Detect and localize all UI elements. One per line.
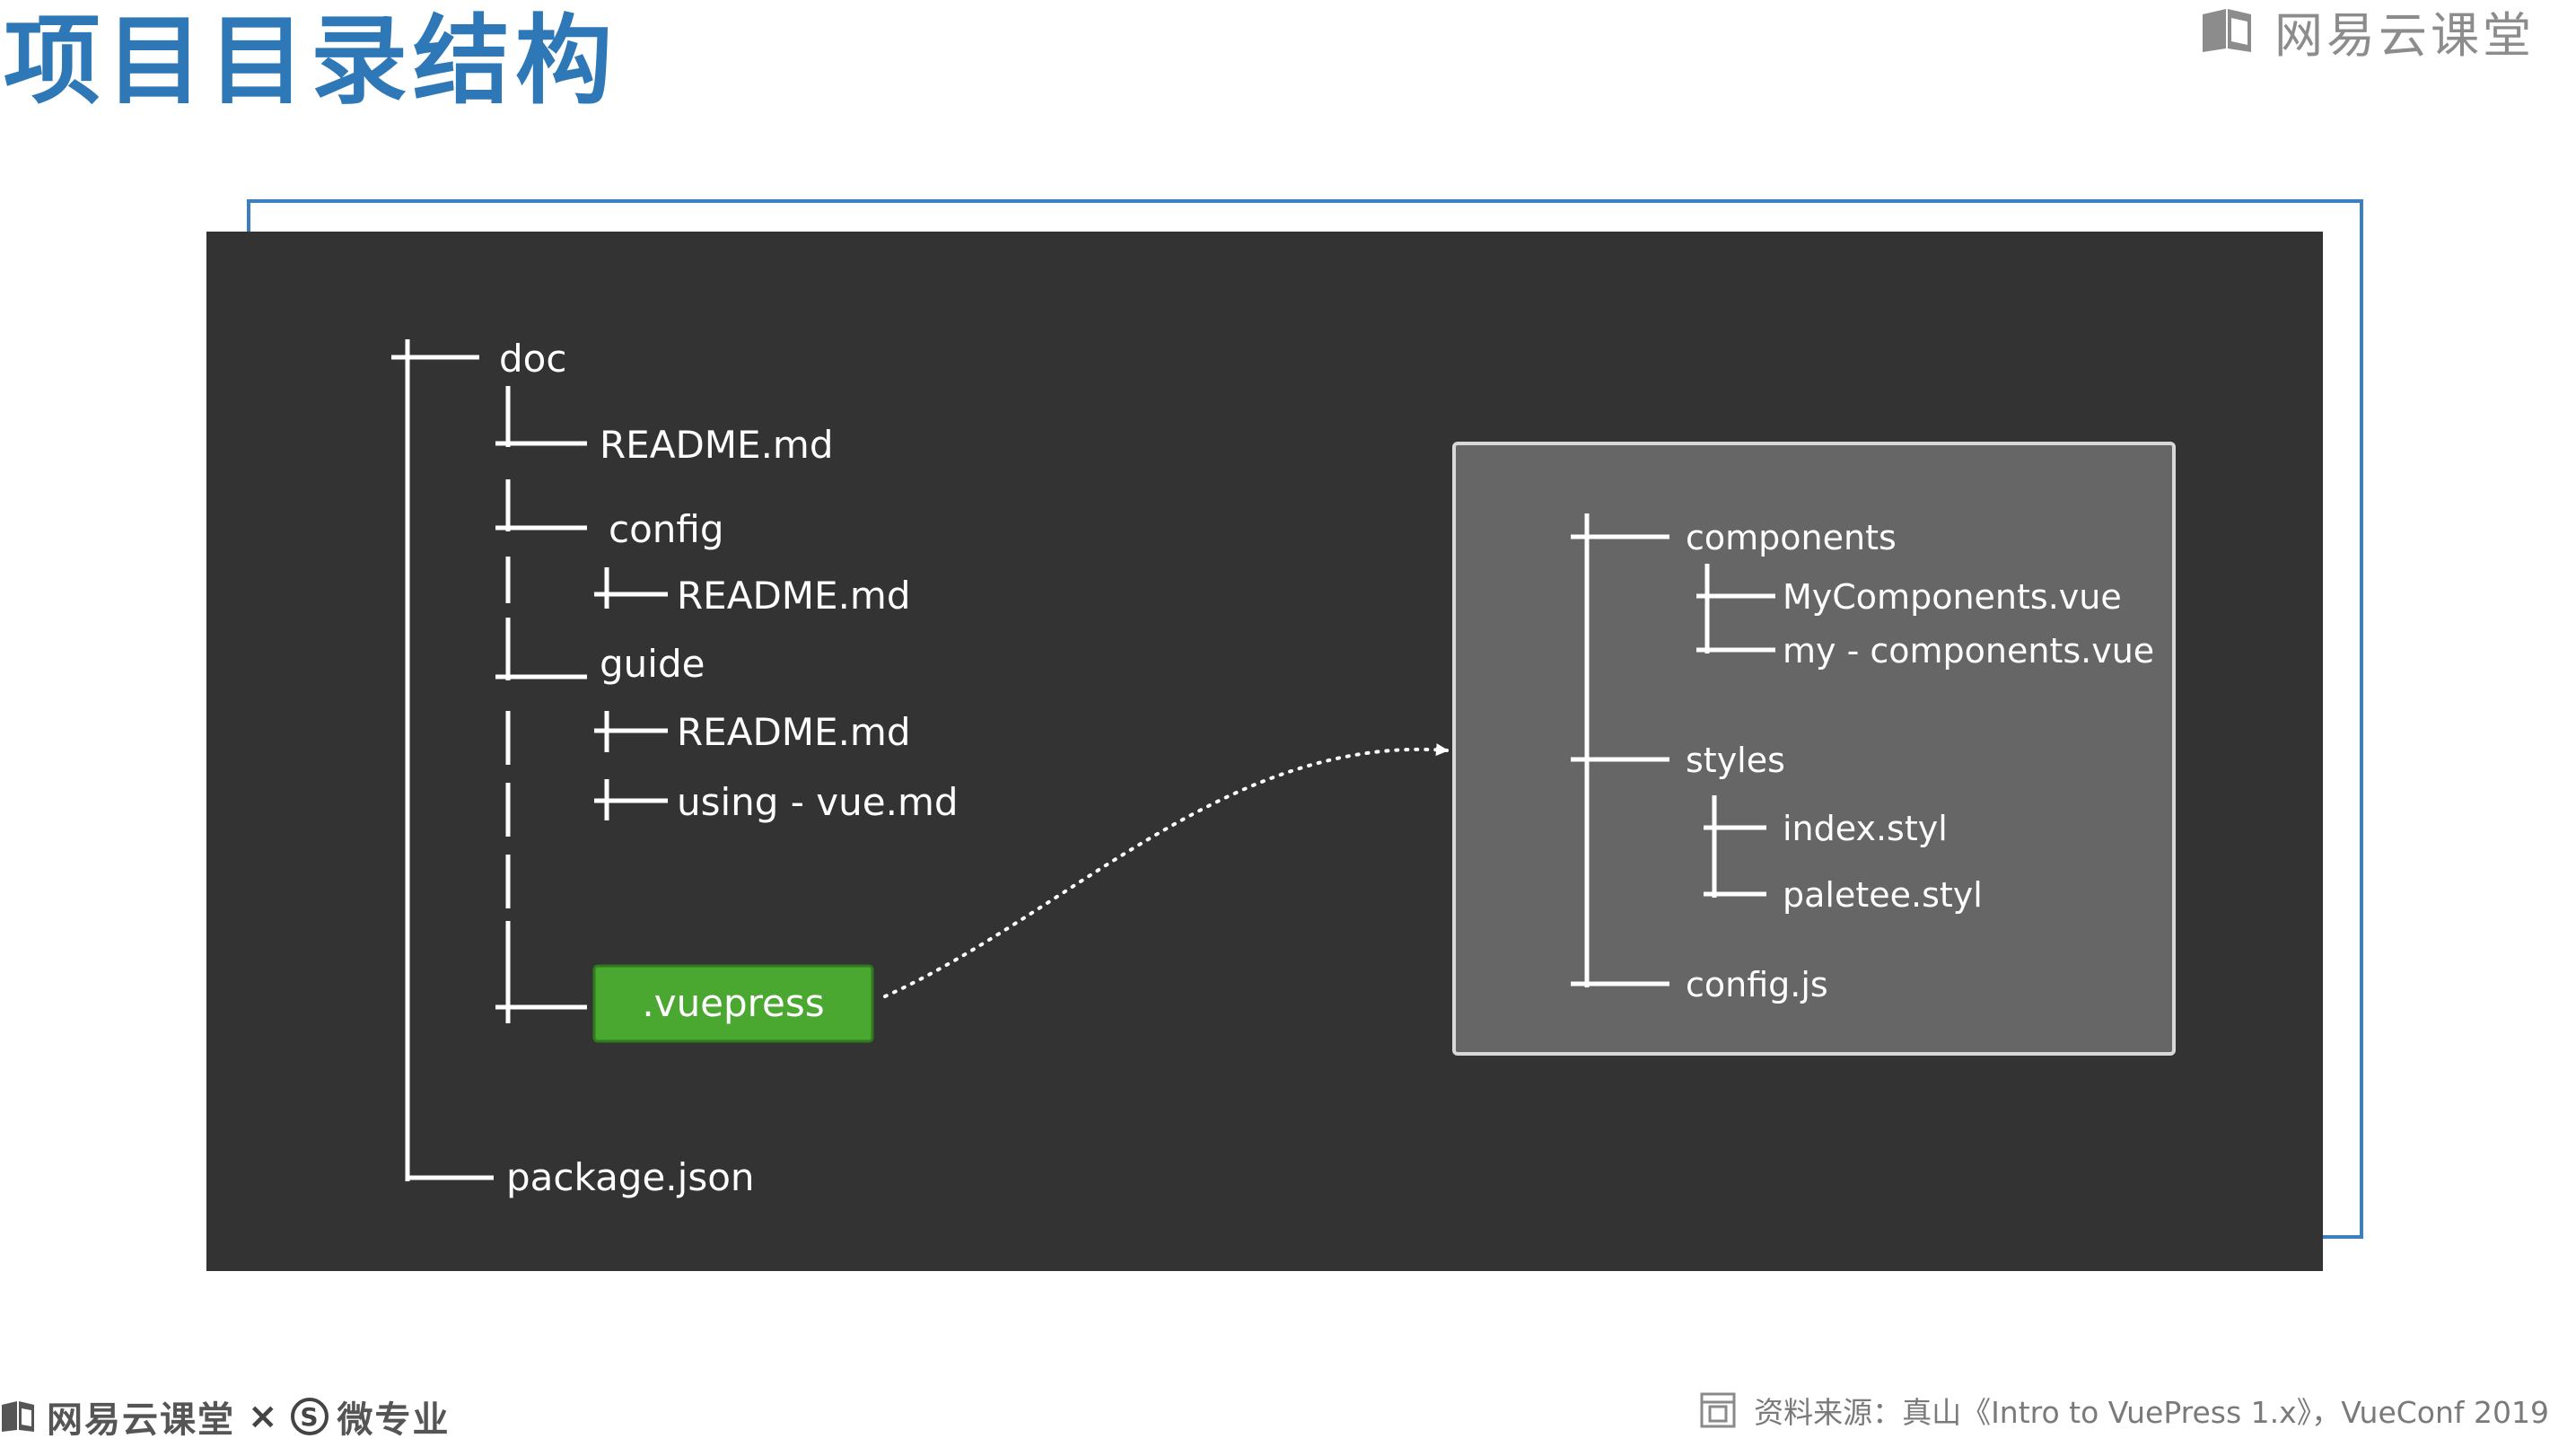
s-badge-icon: S <box>290 1398 329 1435</box>
vuepress-label: .vuepress <box>642 981 824 1025</box>
footer-cross: × <box>248 1396 278 1437</box>
footer-brand-name: 网易云课堂 <box>47 1399 235 1441</box>
footer-brand: 网易云课堂 × S 微专业 <box>0 1390 451 1443</box>
tree-item-label: README.md <box>677 710 911 754</box>
detail-item-label: paletee.styl <box>1783 875 1983 915</box>
detail-item-label: components <box>1686 518 1897 557</box>
tree-item-label: config <box>609 507 724 551</box>
tree-item-label: guide <box>600 642 705 686</box>
detail-item-label: index.styl <box>1783 809 1948 848</box>
detail-item-label: styles <box>1686 741 1785 780</box>
vuepress-detail-box <box>1452 442 2176 1056</box>
detail-connectors <box>1571 513 1775 987</box>
tree-item-label: README.md <box>677 574 911 618</box>
dotted-arrow <box>883 743 1449 998</box>
directory-diagram: doc README.md config README.md guide REA… <box>206 232 2323 1271</box>
detail-item-label: MyComponents.vue <box>1783 577 2122 617</box>
source-text: 资料来源：真山《Intro to VuePress 1.x》，VueConf 2… <box>1754 1395 2549 1430</box>
tree-root-label: doc <box>499 337 566 381</box>
tree-item-label: using - vue.md <box>677 780 959 824</box>
detail-item-label: config.js <box>1686 965 1828 1004</box>
tree-item-label: package.json <box>506 1155 755 1199</box>
detail-item-label: my - components.vue <box>1783 631 2154 671</box>
footer-partner-name: 微专业 <box>337 1399 451 1441</box>
document-icon <box>1700 1392 1736 1428</box>
tree-item-label: README.md <box>600 423 834 467</box>
brand-header: 网易云课堂 <box>2199 5 2535 64</box>
book-logo-icon <box>2203 9 2251 52</box>
tree-connectors <box>391 339 668 1181</box>
brand-name: 网易云课堂 <box>2274 6 2535 64</box>
vuepress-node <box>592 964 874 1043</box>
page-title: 项目目录结构 <box>4 5 618 118</box>
book-logo-icon <box>2 1401 34 1432</box>
source-citation: 资料来源：真山《Intro to VuePress 1.x》，VueConf 2… <box>1698 1387 2549 1434</box>
